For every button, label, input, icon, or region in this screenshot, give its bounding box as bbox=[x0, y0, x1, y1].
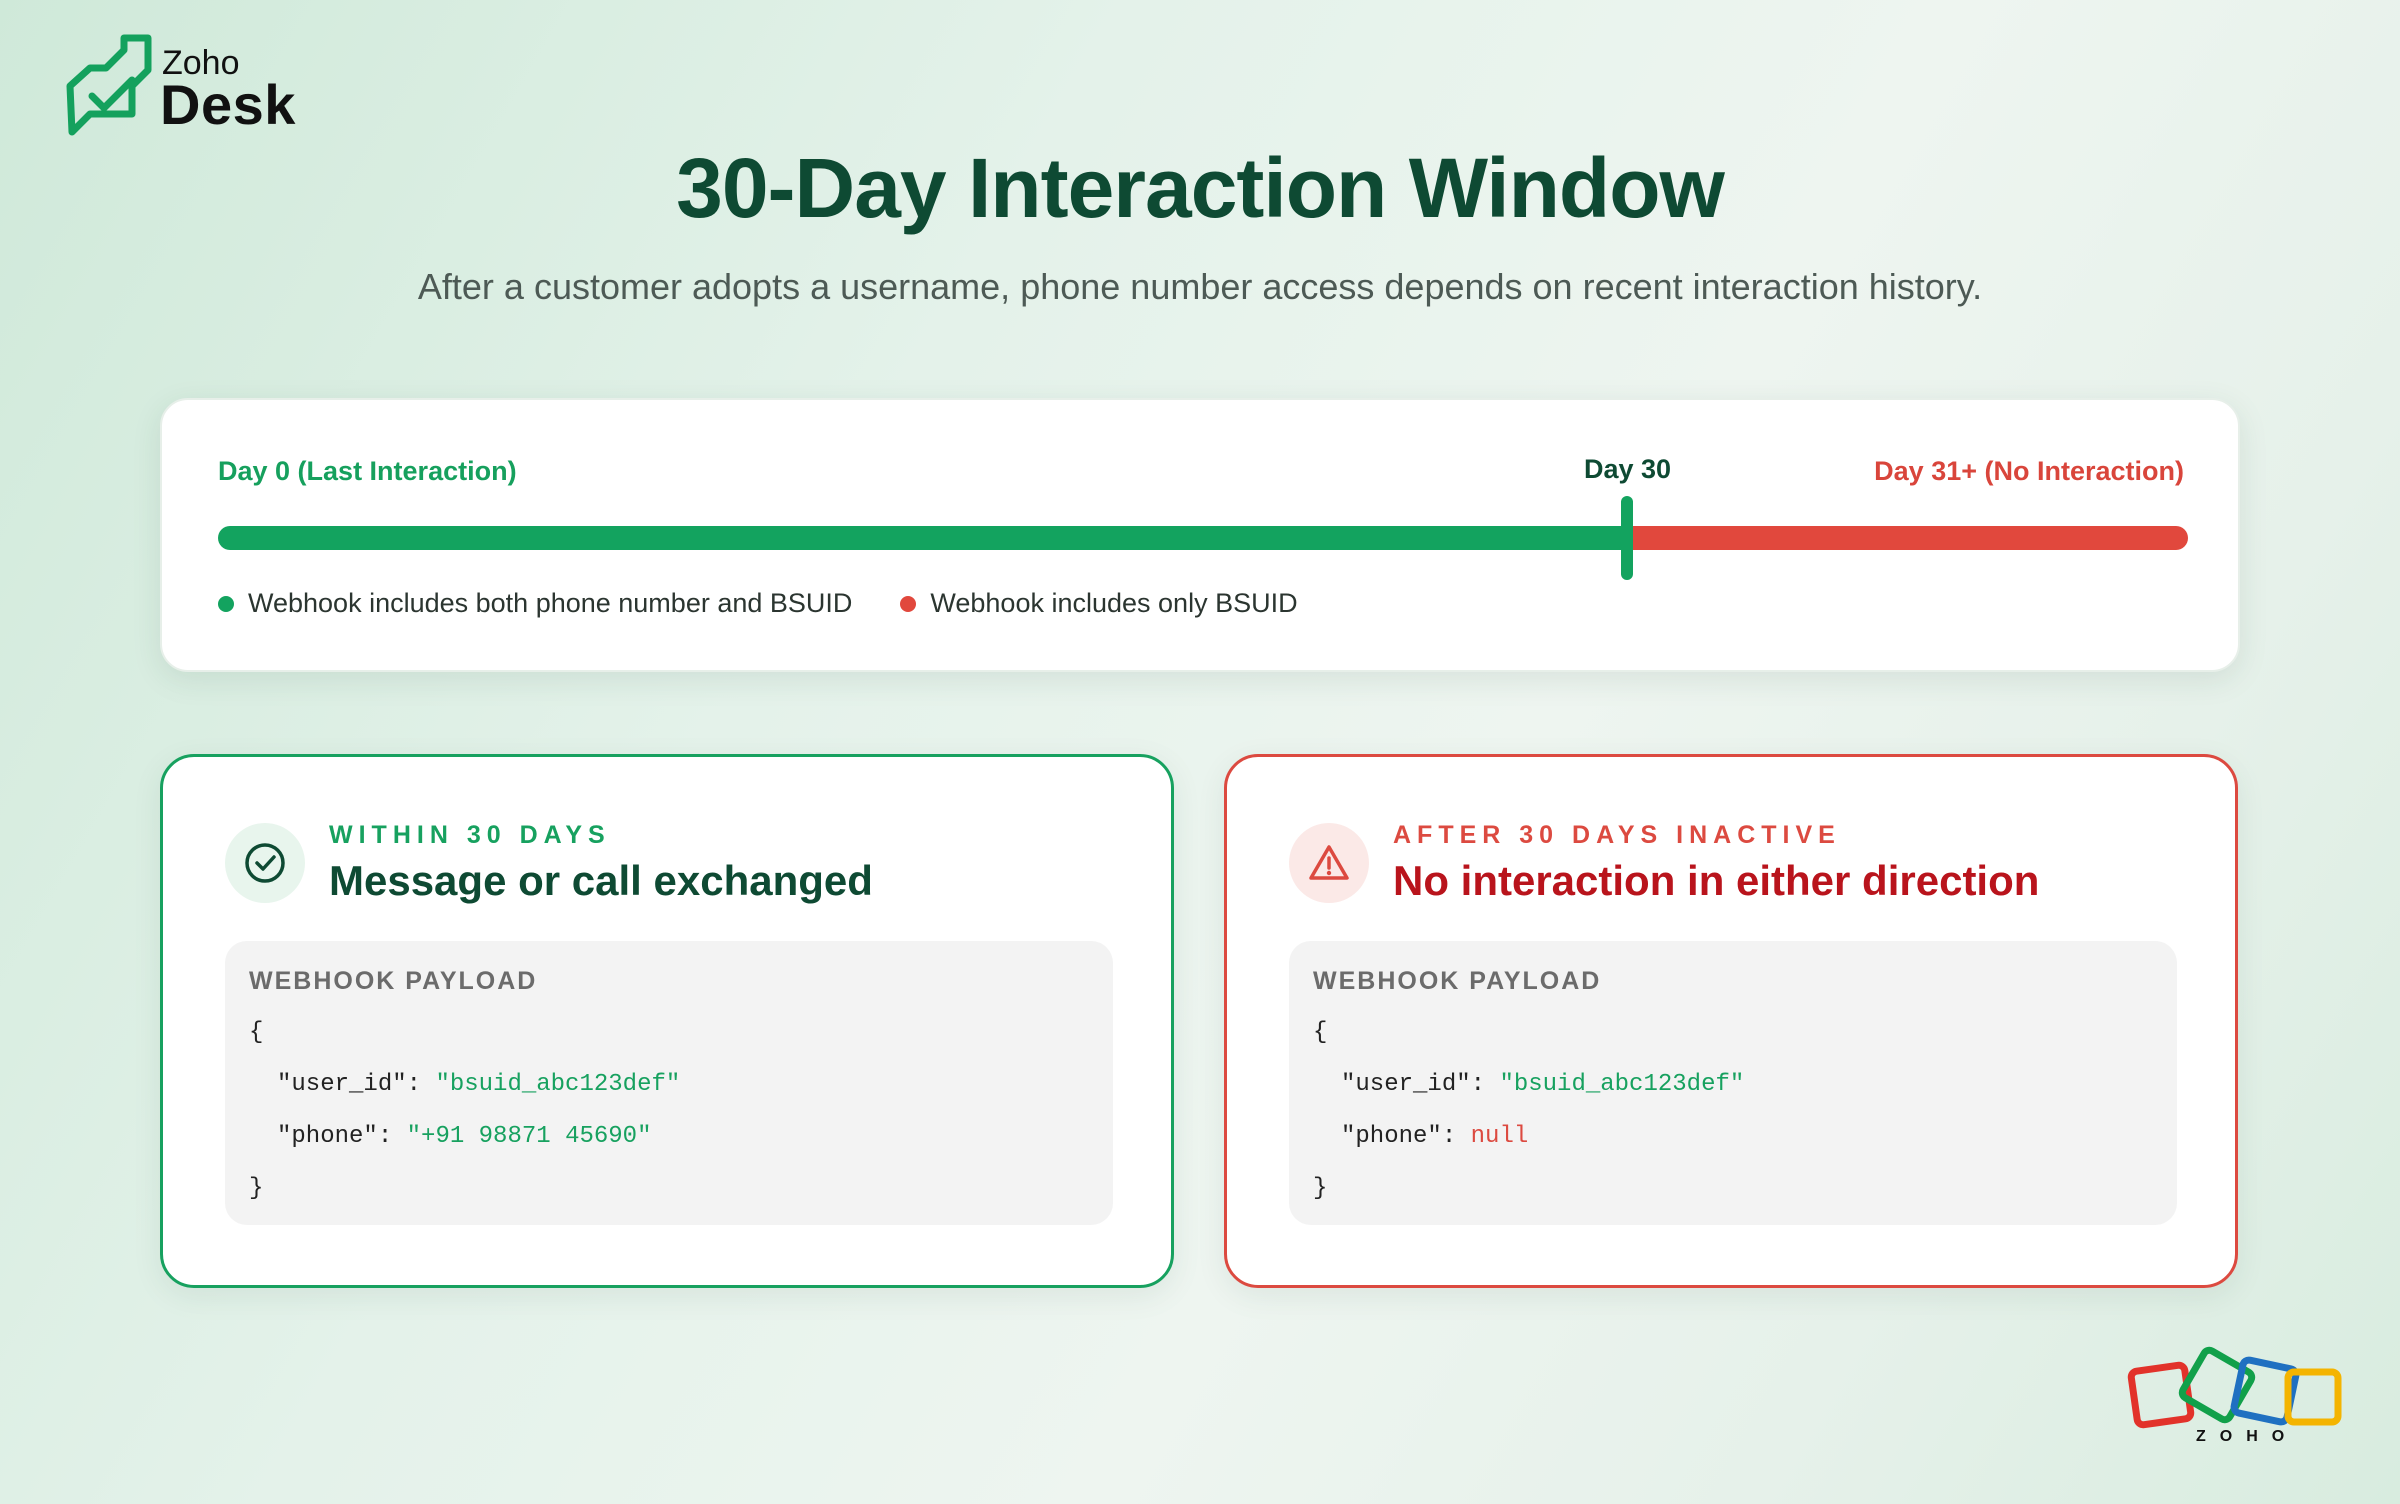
zoho-logo-icon bbox=[2127, 1346, 2342, 1429]
code-key: "user_id" bbox=[277, 1071, 407, 1098]
code-value: "+91 98871 45690" bbox=[406, 1123, 652, 1150]
legend-item-phone-and-bsuid: Webhook includes both phone number and B… bbox=[218, 588, 852, 619]
card-headline: Message or call exchanged bbox=[329, 857, 873, 904]
warning-badge bbox=[1289, 823, 1369, 903]
code-phone-line: "phone": "+91 98871 45690" bbox=[277, 1123, 652, 1150]
code-null-value: null bbox=[1470, 1123, 1529, 1150]
webhook-payload-block: WEBHOOK PAYLOAD { "user_id": "bsuid_abc1… bbox=[1289, 941, 2177, 1225]
brand-product-text: Desk bbox=[160, 73, 296, 136]
code-key: "phone" bbox=[1341, 1123, 1442, 1150]
card-headline: No interaction in either direction bbox=[1393, 857, 2040, 904]
within-30-days-card: WITHIN 30 DAYS Message or call exchanged… bbox=[160, 754, 1174, 1288]
red-dot-icon bbox=[900, 595, 917, 612]
code-user-id-line: "user_id": "bsuid_abc123def" bbox=[1341, 1071, 1745, 1098]
brand-logo: Zoho Desk bbox=[62, 34, 302, 138]
code-open-brace: { bbox=[249, 1019, 264, 1046]
timeline-start-label: Day 0 (Last Interaction) bbox=[218, 456, 517, 486]
desk-logo-icon bbox=[66, 34, 152, 136]
timeline-day30-marker bbox=[1621, 496, 1633, 580]
code-user-id-line: "user_id": "bsuid_abc123def" bbox=[277, 1071, 681, 1098]
page-subtitle: After a customer adopts a username, phon… bbox=[417, 266, 1983, 307]
code-value: "bsuid_abc123def" bbox=[435, 1071, 681, 1098]
green-dot-icon bbox=[218, 595, 234, 612]
code-close-brace: } bbox=[1313, 1175, 1328, 1202]
legend-label: Webhook includes only BSUID bbox=[930, 588, 1298, 618]
timeline-inactive-segment bbox=[1627, 526, 2188, 550]
code-key: "user_id" bbox=[1341, 1071, 1471, 1098]
timeline-card: Day 0 (Last Interaction) Day 30 Day 31+ … bbox=[160, 398, 2240, 672]
code-close-brace: } bbox=[249, 1175, 264, 1202]
check-circle-icon bbox=[245, 843, 285, 883]
warning-triangle-icon bbox=[1309, 845, 1349, 880]
timeline-active-segment bbox=[218, 526, 1627, 550]
timeline-legend: Webhook includes both phone number and B… bbox=[218, 588, 1346, 619]
payload-label: WEBHOOK PAYLOAD bbox=[249, 967, 538, 995]
brand-zoho-text: Zoho bbox=[162, 44, 240, 82]
card-eyebrow: WITHIN 30 DAYS bbox=[329, 821, 611, 849]
code-phone-line: "phone": null bbox=[1341, 1123, 1529, 1150]
after-30-days-card: AFTER 30 DAYS INACTIVE No interaction in… bbox=[1224, 754, 2238, 1288]
webhook-payload-block: WEBHOOK PAYLOAD { "user_id": "bsuid_abc1… bbox=[225, 941, 1113, 1225]
timeline-bar bbox=[218, 496, 2188, 580]
card-eyebrow: AFTER 30 DAYS INACTIVE bbox=[1393, 821, 1841, 849]
payload-label: WEBHOOK PAYLOAD bbox=[1313, 967, 1602, 995]
code-key: "phone" bbox=[277, 1123, 378, 1150]
check-badge bbox=[225, 823, 305, 903]
page-title: 30-Day Interaction Window bbox=[676, 141, 1725, 235]
code-open-brace: { bbox=[1313, 1019, 1328, 1046]
zoho-wordmark: ZOHO bbox=[2196, 1428, 2299, 1445]
legend-item-bsuid-only: Webhook includes only BSUID bbox=[900, 588, 1298, 619]
timeline-mid-label: Day 30 bbox=[1584, 454, 1672, 484]
legend-label: Webhook includes both phone number and B… bbox=[248, 588, 853, 618]
timeline-end-label: Day 31+ (No Interaction) bbox=[1874, 456, 2184, 486]
code-value: "bsuid_abc123def" bbox=[1499, 1071, 1745, 1098]
